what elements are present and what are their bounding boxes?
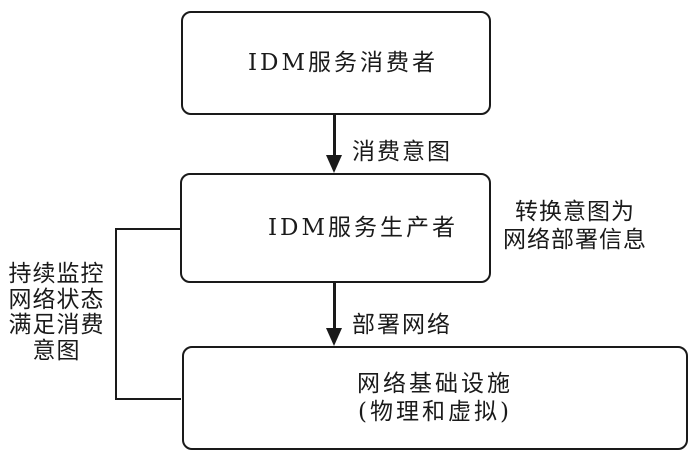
edge-line-consumer-to-producer [333, 115, 336, 157]
edge-line-feedback-loop [115, 228, 181, 400]
node-label-infrastructure-line1: 网络基础设施 [357, 371, 513, 397]
flowchart-node-idm-service-consumer: IDM服务消费者 [181, 11, 491, 115]
flowchart-node-network-infrastructure: 网络基础设施 (物理和虚拟) [182, 346, 688, 450]
note-transform-intent: 转换意图为 网络部署信息 [480, 198, 670, 254]
node-label-infrastructure-line2: (物理和虚拟) [358, 399, 512, 425]
flowchart-node-idm-service-producer: IDM服务生产者 [180, 173, 491, 283]
note-continuous-monitoring-line2: 网络状态 [8, 286, 105, 313]
note-continuous-monitoring: 持续监控 网络状态 满足消费 意图 [0, 261, 113, 364]
arrowhead-down-icon [326, 155, 342, 173]
note-transform-intent-line2: 网络部署信息 [503, 227, 647, 253]
arrowhead-down-icon [326, 328, 342, 346]
edge-line-producer-to-infrastructure [333, 283, 336, 329]
edge-label-deploy-network: 部署网络 [352, 312, 452, 338]
edge-label-consume-intent: 消费意图 [352, 139, 452, 165]
note-transform-intent-line1: 转换意图为 [515, 199, 635, 225]
note-continuous-monitoring-line4: 意图 [32, 337, 81, 364]
note-continuous-monitoring-line3: 满足消费 [8, 312, 105, 338]
node-label-consumer: IDM服务消费者 [247, 50, 439, 76]
node-label-producer: IDM服务生产者 [267, 215, 459, 241]
note-continuous-monitoring-line1: 持续监控 [8, 261, 105, 287]
